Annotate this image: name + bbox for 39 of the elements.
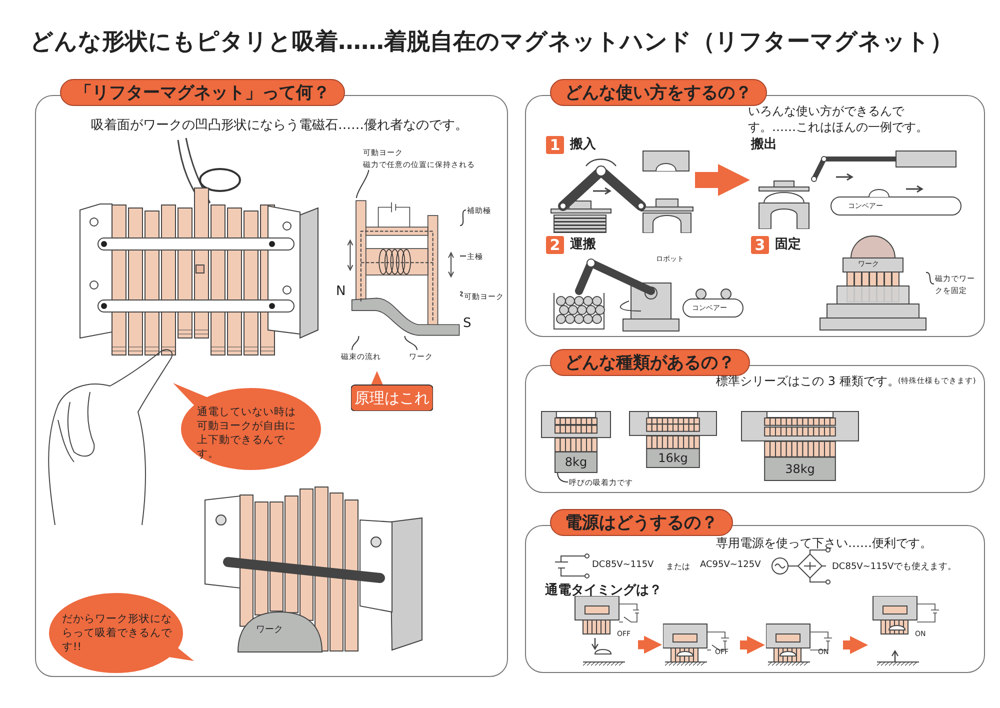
step-number-badge: 3	[751, 236, 769, 254]
capacity-label: 38kg	[784, 461, 816, 478]
section-heading: どんな使い方をするの？	[550, 79, 767, 106]
sub-heading: 通電タイミングは？	[545, 582, 662, 599]
section-intro: 標準シリーズはこの 3 種類です。	[716, 373, 900, 390]
leader-line	[460, 291, 464, 296]
leader-line	[926, 272, 934, 284]
section-heading: 電源はどうするの？	[550, 509, 733, 536]
capacity-label: 16kg	[657, 450, 689, 467]
step-label: 運搬	[570, 236, 596, 253]
leader-line	[557, 472, 568, 482]
text-label: ワーク	[256, 624, 283, 636]
step-label: 搬出	[751, 136, 777, 153]
leader-line	[404, 336, 418, 350]
leader-line	[460, 210, 466, 226]
section-heading: 「リフターマグネット」って何？	[60, 79, 345, 106]
section-intro: いろんな使い方ができるんです。……これはほんの一例です。	[748, 103, 929, 135]
text-label: DC85V~115Vでも使えます。	[832, 560, 957, 573]
step-number-badge: 2	[546, 236, 564, 254]
pole-label: N	[336, 284, 346, 299]
page-title: どんな形状にもピタリと吸着……着脱自在のマグネットハンド（リフターマグネット）	[30, 28, 953, 57]
section-heading: どんな種類があるの？	[550, 349, 750, 376]
text-label: または	[666, 561, 690, 572]
step-number-badge: 1	[546, 136, 564, 154]
pole-label: S	[463, 316, 472, 331]
arrow	[638, 636, 662, 654]
arrow	[843, 636, 868, 654]
leader-line	[460, 255, 466, 256]
text-label: DC85V~115V	[592, 560, 654, 570]
step-label: 搬入	[570, 136, 596, 153]
section-intro: 専用電源を使って下さい……便利です。	[716, 535, 932, 552]
leader-line	[356, 170, 370, 198]
arrow	[695, 164, 750, 196]
step-label: 固定	[775, 236, 801, 253]
capacity-label: 8kg	[564, 454, 588, 471]
leader-line	[352, 336, 360, 350]
section-intro: 吸着面がワークの凹凸形状にならう電磁石……優れ者なのです。	[91, 117, 468, 134]
arrow	[740, 636, 765, 654]
text-label: AC95V~125V	[700, 560, 761, 570]
